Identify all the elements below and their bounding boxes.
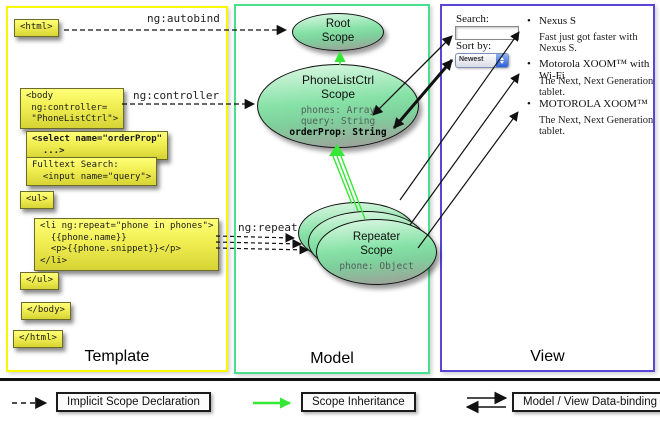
ng-autobind-label: ng:autobind [147,12,220,25]
bullet-icon: • [527,58,531,70]
legend-separator [0,378,660,381]
prop-phones: phones: Array [300,104,376,116]
prop-query: query: String [300,115,376,127]
prop-orderprop: orderProp: String [289,127,387,139]
repeater-title-line1: Repeater [352,231,401,244]
root-scope-ellipse: Root Scope [292,13,384,51]
search-label: Search: [456,13,489,25]
legend-implicit-scope: Implicit Scope Declaration [56,392,211,412]
code-fulltext-search: Fulltext Search: <input name="query"> [26,157,158,187]
view-column-label: View [530,348,565,365]
phone-desc-1: Fast just got faster with Nexus S. [539,32,638,54]
up-arrow-icon [500,57,504,60]
phone-desc-3: The Next, Next Generation tablet. [539,115,654,137]
sort-by-label: Sort by: [456,40,492,52]
root-scope-title-line2: Scope [321,32,355,44]
model-column-label: Model [310,350,354,367]
root-scope-title-line1: Root [325,18,351,31]
sort-dropdown[interactable]: Newest [455,53,509,68]
repeater-scope-ellipse-front: Repeater Scope phone: Object [316,219,437,285]
code-select-orderprop: <select name="orderProp" ...> [26,131,169,161]
prop-phone: phone: Object [339,261,414,273]
model-column: Model [234,4,430,374]
code-html-open: <html> [14,19,59,37]
phone-name-1: Nexus S [539,15,576,27]
down-arrow-icon [500,61,504,64]
code-html-close: </html> [13,330,63,348]
code-ul-open: <ul> [20,191,54,209]
repeater-title-line2: Scope [360,244,393,257]
phone-name-3: MOTOROLA XOOM™ [539,98,648,110]
sort-dropdown-value: Newest [459,56,484,63]
code-ul-close: </ul> [20,272,60,290]
code-body-open: <body ng:controller= "PhoneListCtrl"> [20,88,125,130]
phone-desc-2: The Next, Next Generation tablet. [539,76,654,98]
phonelistctrl-scope-ellipse: PhoneListCtrl Scope phones: Array query:… [257,64,419,148]
phonelistctrl-title-line1: PhoneListCtrl [301,73,375,88]
bullet-icon: • [527,15,531,27]
ng-controller-label: ng:controller [133,89,220,102]
ng-repeat-label: ng:repeat [238,221,298,234]
legend-data-binding: Model / View Data-binding [512,392,660,412]
code-body-close: </body> [21,302,71,320]
sort-dropdown-stepper-icon[interactable] [496,54,508,67]
template-column-label: Template [84,348,150,365]
bullet-icon: • [527,98,531,110]
search-input[interactable] [455,26,519,40]
legend-scope-inheritance: Scope Inheritance [301,392,416,412]
phone-name-2: Motorola XOOM™ with Wi-Fi [539,58,650,82]
phonelistctrl-title-line2: Scope [320,87,356,102]
code-li-repeat: <li ng:repeat="phone in phones"> {{phone… [34,218,220,271]
